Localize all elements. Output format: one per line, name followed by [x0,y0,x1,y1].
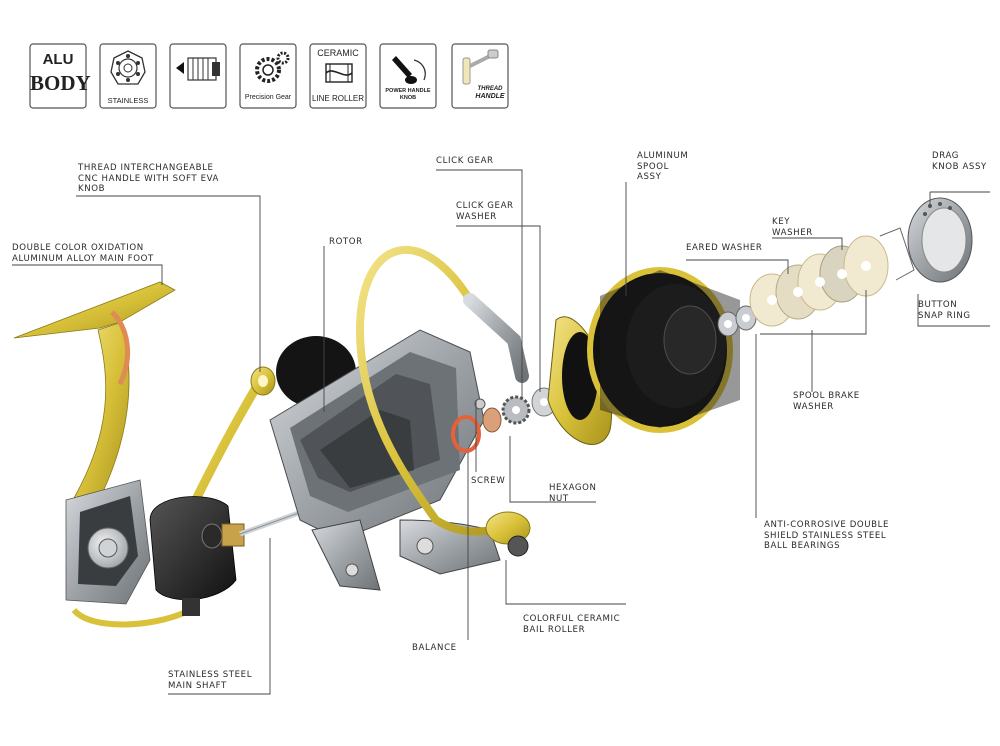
label-click-gear: CLICK GEAR [436,156,494,166]
label-main-foot: DOUBLE COLOR OXIDATION ALUMINUM ALLOY MA… [12,243,154,264]
label-key-washer: KEY WASHER [772,217,813,238]
label-aluminum-spool: ALUMINUM SPOOL ASSY [637,151,689,182]
label-main-shaft: STAINLESS STEEL MAIN SHAFT [168,670,253,691]
rotor [269,329,501,591]
label-hexagon-nut: HEXAGON NUT [549,483,597,504]
label-ball-bearings: ANTI-CORROSIVE DOUBLE SHIELD STAINLESS S… [764,520,890,551]
badge-ceramic-line1: CERAMIC [317,48,359,58]
bail-wire [355,245,531,557]
reel-body [65,479,188,628]
stainless-bearing-icon [110,50,146,85]
drag-knob [907,197,973,283]
precision-gear-icon [255,51,290,83]
label-bail-roller: COLORFUL CERAMIC BAIL ROLLER [523,614,621,635]
leader-lines [12,169,990,695]
badge-alu-line2: BODY [30,71,91,95]
badge-ceramic-roller [309,43,367,109]
label-eared-washer: EARED WASHER [686,243,763,253]
badge-thread-line2: HANDLE [475,93,505,100]
badge-alu-line1: ALU [42,51,74,68]
label-screw: SCREW [471,476,506,486]
feature-badges [29,43,509,109]
infinite-anti-reverse-icon [176,57,220,81]
aluminum-spool [547,267,740,445]
badge-power-line2: KNOB [399,95,417,101]
thread-handle-icon [462,49,499,85]
label-rotor: ROTOR [329,237,363,247]
badge-gear-text: Precision Gear [244,94,292,101]
label-drag-knob: DRAG KNOB ASSY [932,151,987,172]
badge-alu-body [29,43,87,109]
badge-stainless-text: STAINLESS [107,96,149,105]
label-button-snap-ring: BUTTON SNAP RING [918,300,971,321]
washers-bearings [717,227,915,337]
badge-precision-gear [239,43,297,109]
badge-power-line1: POWER HANDLE [385,88,431,94]
power-handle-knob-icon [392,56,426,84]
badge-ceramic-line2: LINE ROLLER [311,94,365,103]
label-balance: BALANCE [412,643,457,653]
badge-thread-line1: THREAD [477,86,503,92]
reel-illustration [13,197,973,628]
label-thread-handle: THREAD INTERCHANGEABLE CNC HANDLE WITH S… [78,163,220,194]
side-cap [149,496,245,616]
main-foot [13,281,176,507]
label-click-gear-washer: CLICK GEAR WASHER [456,201,514,222]
ceramic-line-roller-icon [325,63,353,83]
label-spool-brake-washer: SPOOL BRAKE WASHER [793,391,860,412]
